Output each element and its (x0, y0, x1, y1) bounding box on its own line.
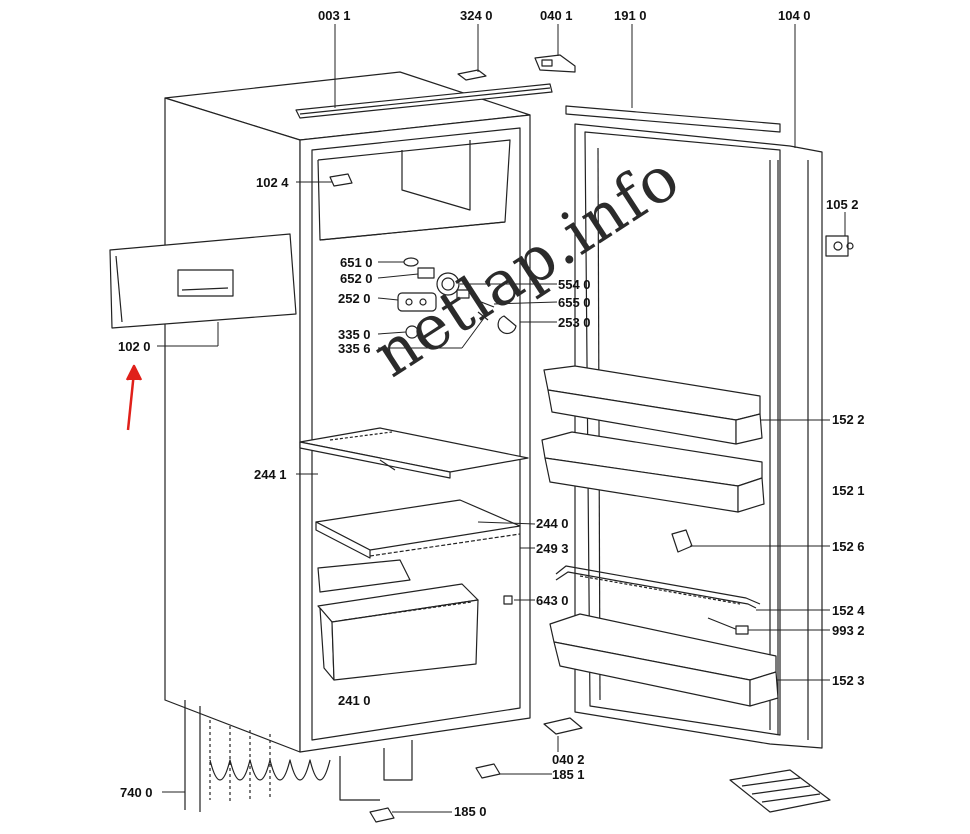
label-253-0: 253 0 (558, 315, 591, 330)
label-040-2: 040 2 (552, 752, 585, 767)
label-152-4: 152 4 (832, 603, 865, 618)
label-040-1: 040 1 (540, 8, 573, 23)
label-185-1: 185 1 (552, 767, 585, 782)
label-643-0: 643 0 (536, 593, 569, 608)
label-105-2: 105 2 (826, 197, 859, 212)
label-102-0: 102 0 (118, 339, 151, 354)
part-105-2 (825, 235, 854, 257)
part-244-0-shelf (315, 499, 521, 559)
part-102-4 (329, 173, 353, 187)
part-244-1-shelf (299, 427, 529, 479)
label-324-0: 324 0 (460, 8, 493, 23)
label-244-1: 244 1 (254, 467, 287, 482)
label-191-0: 191 0 (614, 8, 647, 23)
label-104-0: 104 0 (778, 8, 811, 23)
part-152-4-rail (555, 565, 761, 609)
label-244-0: 244 0 (536, 516, 569, 531)
label-335-0: 335 0 (338, 327, 371, 342)
part-185-0 (369, 807, 395, 823)
red-arrow-icon (125, 364, 143, 431)
part-040-2 (543, 717, 583, 735)
part-643-0 (503, 595, 513, 605)
label-152-6: 152 6 (832, 539, 865, 554)
part-152-1-door-bin (541, 431, 765, 513)
part-185-1 (475, 763, 501, 779)
label-152-2: 152 2 (832, 412, 865, 427)
part-241-0-crisper (317, 559, 479, 681)
label-554-0: 554 0 (558, 277, 591, 292)
label-003-1: 003 1 (318, 8, 351, 23)
part-102-0-freezer-flap (109, 233, 297, 329)
label-249-3: 249 3 (536, 541, 569, 556)
ice-tray (729, 769, 831, 813)
leader-lines (157, 24, 846, 813)
label-102-4: 102 4 (256, 175, 289, 190)
label-993-2: 993 2 (832, 623, 865, 638)
part-152-2-door-bin (543, 365, 763, 445)
label-651-0: 651 0 (340, 255, 373, 270)
part-040-1 (534, 54, 576, 73)
label-655-0: 655 0 (558, 295, 591, 310)
part-324-0 (457, 69, 487, 81)
part-152-3-door-bin (549, 613, 779, 707)
label-652-0: 652 0 (340, 271, 373, 286)
label-185-0: 185 0 (454, 804, 487, 819)
label-152-1: 152 1 (832, 483, 865, 498)
label-252-0: 252 0 (338, 291, 371, 306)
thermostat-parts (397, 257, 517, 339)
label-152-3: 152 3 (832, 673, 865, 688)
label-740-0: 740 0 (120, 785, 153, 800)
label-335-6: 335 6 (338, 341, 371, 356)
label-241-0: 241 0 (338, 693, 371, 708)
